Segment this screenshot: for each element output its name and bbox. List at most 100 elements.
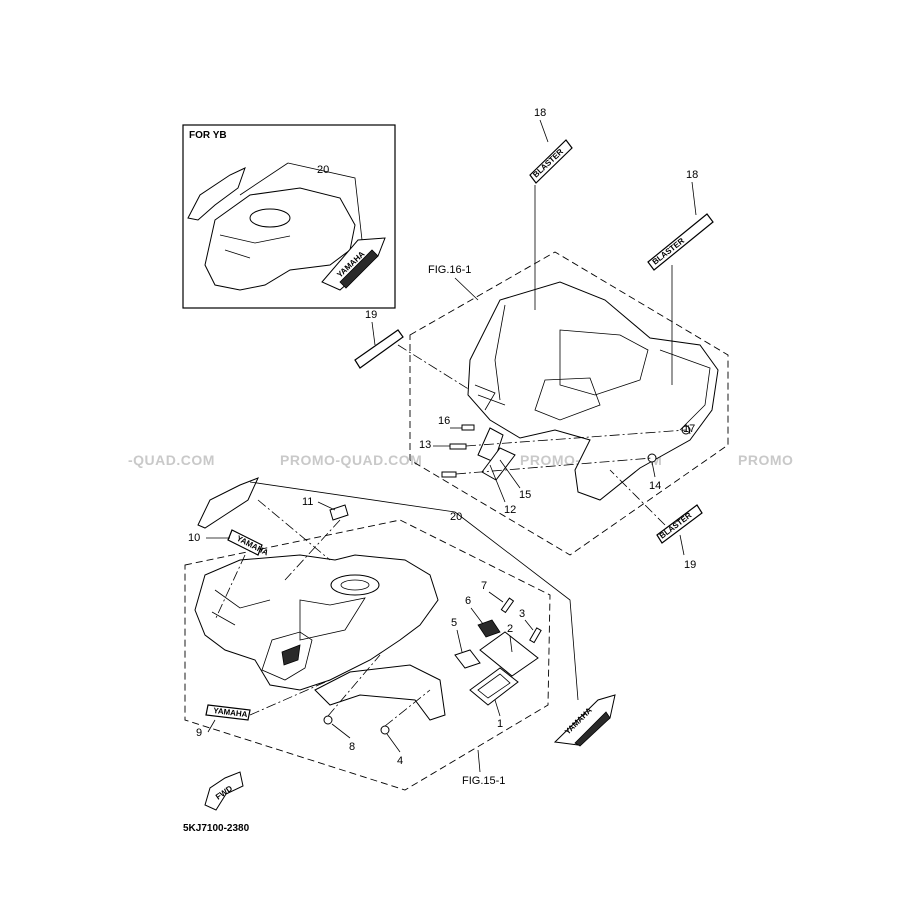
callout-1: 1 [497,718,503,730]
decal-20-right-stripe [574,711,611,747]
callout-3: 3 [519,608,525,620]
callout-15: 15 [519,489,531,501]
headlight-housing [261,631,313,681]
callout-19-right: 19 [684,559,696,571]
front-fender-edges [211,589,271,626]
part-12-plate-lower [481,447,516,481]
decal-19-right [656,504,703,544]
leader-18-left [539,119,549,143]
watermark-text-4: PROMO [738,452,793,468]
part-13-screw [449,443,467,450]
leader-18-right [691,181,697,216]
part-6-grommet [477,619,501,638]
fwd-arrow-icon: FWD [204,771,244,811]
fig-ref-16-1: FIG.16-1 [428,264,471,276]
part-7-screw [500,597,515,614]
decal-10 [227,529,263,556]
leader-1 [494,699,501,717]
rear-group-boundary [409,251,729,556]
hardware-chain-lines [455,429,687,475]
leader-9-chain [249,679,331,716]
diagram-code: 5KJ7100-2380 [183,823,250,834]
nut-chain-lines [327,654,431,727]
watermark-text-1: -QUAD.COM [128,452,215,468]
part-4-nut [380,725,390,735]
callout-13: 13 [419,439,431,451]
fig-ref-15-1: FIG.15-1 [462,775,505,787]
decal-18-left-text: BLASTER [531,147,565,179]
inset-decal-stripe [339,249,379,289]
rear-fender-group: FIG.16-1 BLASTER 18 BLASTER 18 19 BLASTE… [354,107,729,571]
front-group-boundary [184,519,551,791]
callout-18-right: 18 [686,169,698,181]
leader-10-chain [214,554,246,621]
leader-fig-15-1 [477,749,481,773]
watermark: -QUAD.COM PROMO-QUAD.COM PROMO-QUAD.COM … [128,452,793,468]
leader-19-right [679,534,685,556]
part-5-bracket [454,649,481,669]
callout-2: 2 [507,623,513,635]
decal-9-text: YAMAHA [213,706,248,719]
inset-frame [182,124,396,309]
front-fender-group: FIG.15-1 11 YAMAHA 10 YAMAHA 9 YAMA [184,477,616,791]
watermark-text-2: PROMO-QUAD.COM [280,452,422,468]
callout-20-main: 20 [450,511,462,523]
callout-7: 7 [481,580,487,592]
headlight-grille [281,644,301,666]
fuel-tank-cap-inner [340,579,370,591]
leader-2 [509,635,513,653]
rear-fender-left-edge [474,384,506,411]
decal-19-left [354,329,404,369]
part-1-panel [469,667,519,706]
leader-11 [317,501,336,511]
leader-9 [207,719,216,733]
decal-20-left [197,477,259,529]
rear-fender-right-edge [659,349,711,431]
part-8-nut [323,715,333,725]
rear-fender [467,281,719,501]
part-3-screw [529,627,542,644]
callout-8: 8 [349,741,355,753]
inset-decal-left [187,167,246,221]
leader-19-left-chain [397,344,471,391]
leader-8 [331,723,351,739]
part-2-plate [479,631,539,677]
leader-19-left [371,321,376,346]
rear-fender-details [494,304,649,401]
part-13-screw-lower [441,471,457,478]
leader-15 [499,459,521,489]
callout-18-left: 18 [534,107,546,119]
leader-20-main [249,481,579,701]
callout-5: 5 [451,617,457,629]
leader-5 [456,629,463,653]
callout-6: 6 [465,595,471,607]
decal-19-right-text: BLASTER [658,511,694,541]
leader-20-inset [239,162,363,241]
callout-19-left: 19 [365,309,377,321]
leader-11-chain [284,519,341,581]
inset-tank-cap [249,208,291,228]
leader-fig-16-1 [454,277,479,301]
leader-14 [651,461,656,478]
leader-4 [386,733,401,753]
leader-12 [489,464,506,503]
callout-12: 12 [504,504,516,516]
callout-20-inset: 20 [317,164,329,176]
part-16-screw [461,424,475,431]
decal-18-left: BLASTER [529,139,573,184]
front-mudguard [314,664,446,721]
callout-4: 4 [397,755,403,767]
inset-title: FOR YB [189,130,227,141]
fuel-tank-cap [330,574,380,596]
callout-9: 9 [196,727,202,739]
decal-20-right [553,694,616,746]
decal-18-right: BLASTER [647,213,714,271]
leader-19-right-chain [609,469,666,526]
leader-20-chain [257,499,331,561]
inset-fender-details [219,234,291,259]
inset-for-yb: FOR YB YAMAHA 20 [182,124,396,309]
inset-decal-right [321,237,386,291]
front-fender-seat-area [299,597,366,641]
callout-16: 16 [438,415,450,427]
